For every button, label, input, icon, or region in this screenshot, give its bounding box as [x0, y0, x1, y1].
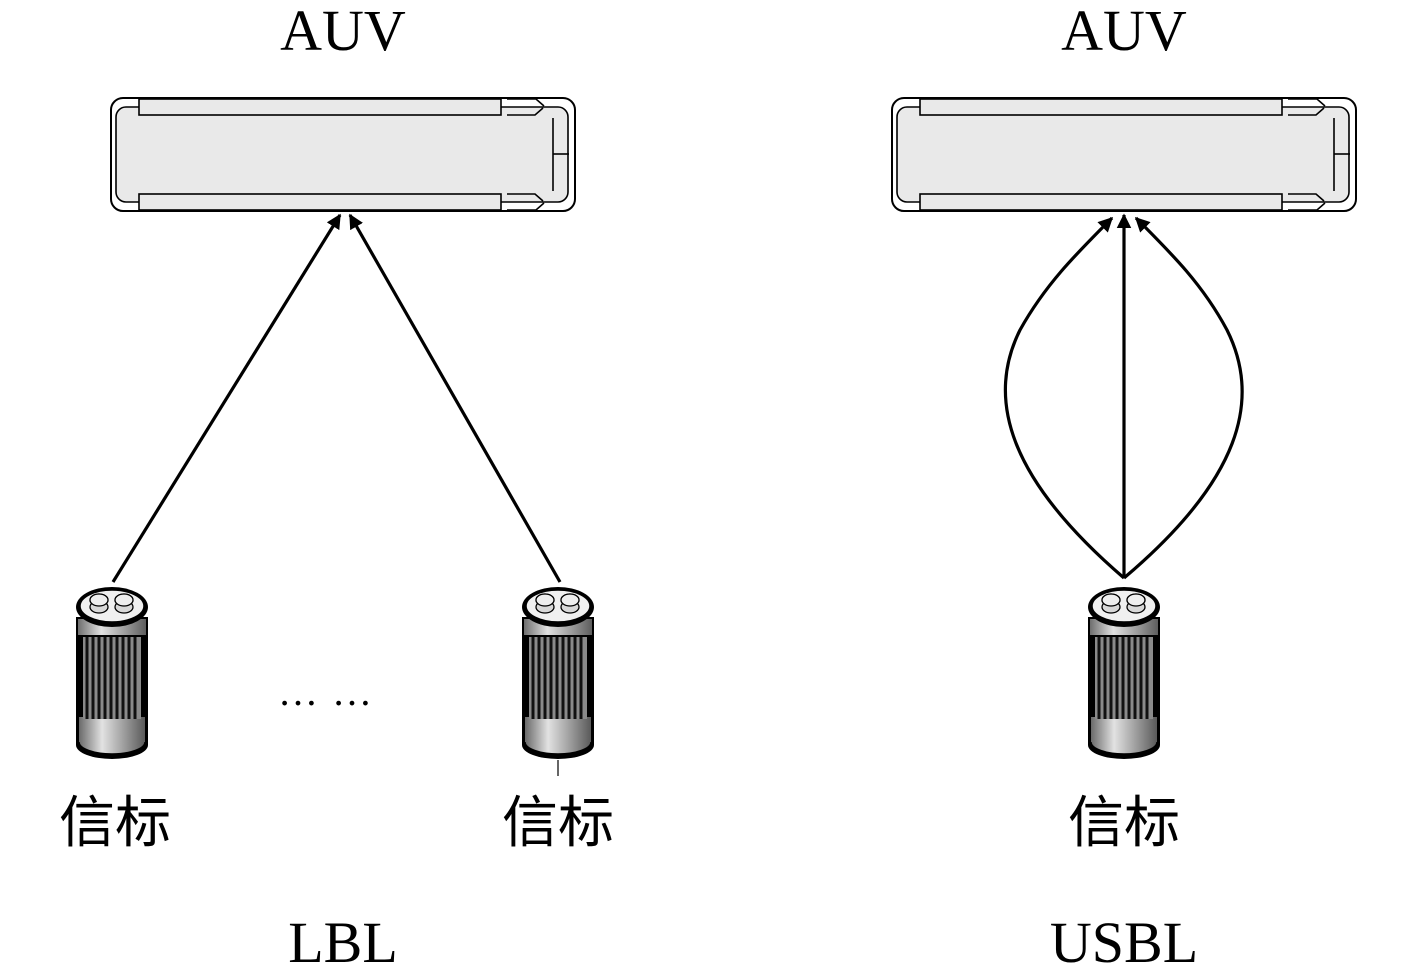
right-auv-label: AUV	[1061, 0, 1187, 63]
usbl-signal-path-right	[1122, 216, 1244, 580]
beacon-cylinder-icon	[520, 585, 596, 761]
usbl-panel	[891, 97, 1357, 761]
lbl-signal-arrow-left	[111, 213, 342, 583]
usbl-signal-path-left	[1003, 216, 1126, 580]
auv-hull-icon	[891, 97, 1357, 212]
beacon-cylinder-icon	[74, 585, 150, 761]
lbl-caption: LBL	[288, 910, 398, 975]
left-auv-label: AUV	[280, 0, 406, 63]
beacon-cylinder-icon	[1086, 585, 1162, 761]
more-beacons-ellipsis: … …	[278, 669, 374, 714]
beacon-label-2: 信标	[502, 791, 614, 856]
beacon-label-usbl: 信标	[1068, 791, 1180, 856]
lbl-panel	[74, 97, 596, 776]
lbl-signal-arrow-right	[348, 213, 562, 583]
auv-hull-icon	[110, 97, 576, 212]
usbl-caption: USBL	[1049, 910, 1199, 975]
beacon-label-1: 信标	[59, 791, 171, 856]
